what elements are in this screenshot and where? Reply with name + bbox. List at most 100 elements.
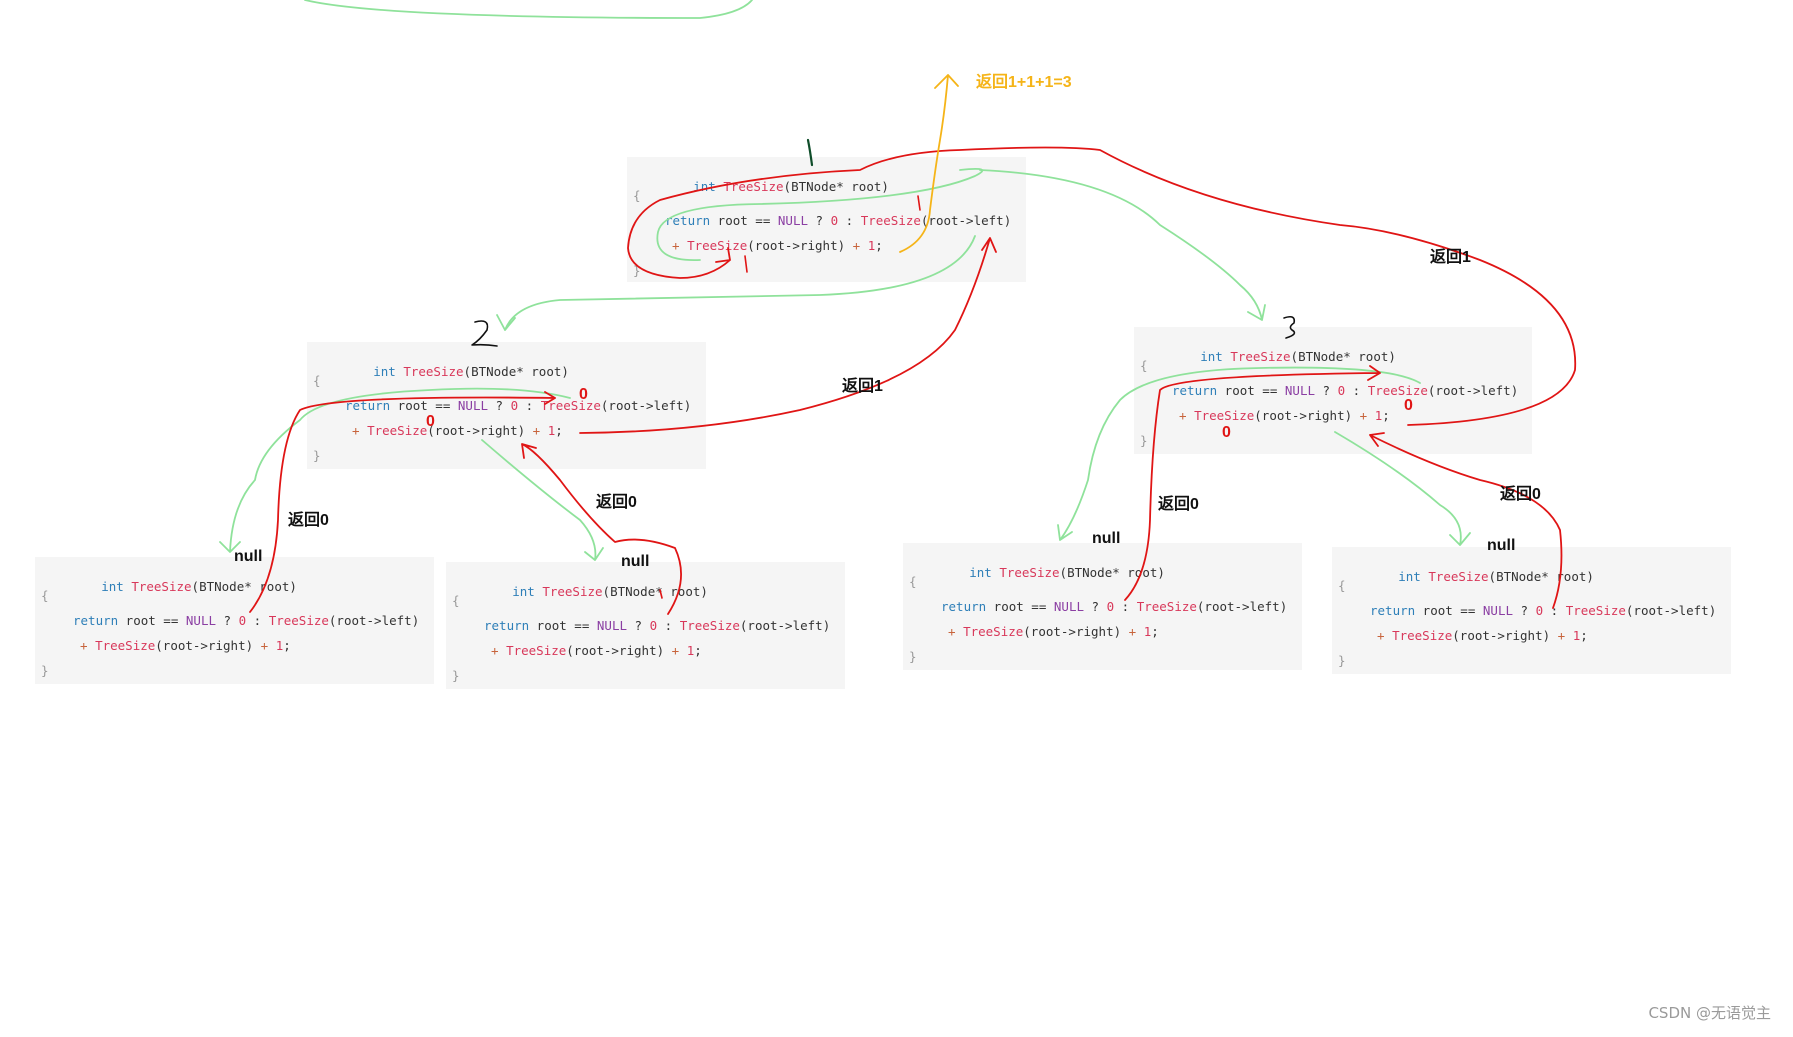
close-brace: }	[909, 649, 917, 664]
return-mid: root ==	[118, 613, 186, 628]
right-line: + TreeSize(root->right) + 1;	[672, 238, 883, 254]
right-call-fn: TreeSize	[963, 624, 1024, 639]
right-line: + TreeSize(root->right) + 1;	[491, 643, 702, 659]
ternary-colon: :	[1345, 383, 1368, 398]
green-path-left-loop	[219, 387, 571, 553]
green-path-right-to-null	[1334, 431, 1471, 546]
tally-1	[806, 138, 814, 167]
plus-op-2: +	[532, 423, 548, 438]
plus-op: +	[672, 238, 688, 253]
right-call-fn: TreeSize	[506, 643, 567, 658]
left-arg: (root->left)	[1196, 599, 1288, 614]
return-keyword: return	[941, 599, 987, 614]
return-line: return root == NULL ? 0 : TreeSize(root-…	[665, 213, 1011, 229]
zero-literal: 0	[830, 213, 839, 228]
function-name: TreeSize	[999, 565, 1060, 580]
null-label-d: null	[1487, 537, 1516, 554]
right-line: + TreeSize(root->right) + 1;	[352, 423, 563, 439]
return-keyword: return	[73, 613, 119, 628]
zero-literal: 0	[510, 398, 519, 413]
tally-2	[471, 320, 498, 347]
red-tick-1	[917, 195, 921, 211]
right-line: + TreeSize(root->right) + 1;	[80, 638, 291, 654]
one-literal: 1	[1572, 628, 1581, 643]
zero-literal: 0	[1535, 603, 1544, 618]
parameter-list: (BTNode* root)	[1488, 569, 1594, 584]
int-keyword: int	[1200, 349, 1223, 364]
close-brace: }	[1140, 433, 1148, 448]
function-name: TreeSize	[1428, 569, 1489, 584]
red-path-rightright-null-return	[1369, 432, 1563, 609]
close-brace: }	[41, 663, 49, 678]
return-1-left-label: 返回1	[842, 378, 883, 395]
one-literal: 1	[275, 638, 284, 653]
tally-3	[1283, 316, 1296, 339]
right-call-fn: TreeSize	[95, 638, 156, 653]
return-mid: root ==	[710, 213, 778, 228]
plus-op-2: +	[1128, 624, 1144, 639]
close-brace: }	[1338, 653, 1346, 668]
return-keyword: return	[484, 618, 530, 633]
return-line: return root == NULL ? 0 : TreeSize(root-…	[1172, 383, 1518, 399]
watermark: CSDN @无语觉主	[1648, 1004, 1771, 1022]
right-arg: (root->right)	[1254, 408, 1360, 423]
parameter-list: (BTNode* root)	[1059, 565, 1165, 580]
parameter-list: (BTNode* root)	[191, 579, 297, 594]
one-literal: 1	[686, 643, 695, 658]
ternary-q: ?	[1084, 599, 1107, 614]
null-keyword: NULL	[1284, 383, 1315, 398]
red-path-root-right-return	[627, 146, 1577, 426]
left-arg: (root->left)	[1427, 383, 1519, 398]
int-keyword: int	[101, 579, 124, 594]
return-total-label: 返回1+1+1=3	[976, 74, 1072, 91]
zero-literal: 0	[649, 618, 658, 633]
return-keyword: return	[665, 213, 711, 228]
code-block-left-left: int TreeSize(BTNode* root) { return root…	[35, 557, 434, 684]
function-name: TreeSize	[403, 364, 464, 379]
code-block-right-right: int TreeSize(BTNode* root) { return root…	[1332, 547, 1731, 674]
right-arg: (root->right)	[747, 238, 853, 253]
close-brace: }	[452, 668, 460, 683]
int-keyword: int	[373, 364, 396, 379]
signature-line: int TreeSize(BTNode* root)	[1140, 333, 1396, 381]
green-arc-top	[304, 0, 753, 19]
close-brace: }	[633, 263, 641, 278]
orange-return-path	[899, 74, 959, 253]
int-keyword: int	[969, 565, 992, 580]
semicolon: ;	[283, 638, 291, 653]
red-tick-3	[659, 589, 663, 599]
function-name: TreeSize	[542, 584, 603, 599]
parameter-list: (BTNode* root)	[463, 364, 569, 379]
null-keyword: NULL	[596, 618, 627, 633]
right-call-fn: TreeSize	[1392, 628, 1453, 643]
green-path-left-to-null	[481, 439, 604, 561]
return-mid: root ==	[390, 398, 458, 413]
one-literal: 1	[547, 423, 556, 438]
return-line: return root == NULL ? 0 : TreeSize(root-…	[484, 618, 830, 634]
int-keyword: int	[1398, 569, 1421, 584]
open-brace: {	[1338, 578, 1346, 593]
plus-op: +	[1179, 408, 1195, 423]
signature-line: int TreeSize(BTNode* root)	[1338, 553, 1594, 601]
semicolon: ;	[1580, 628, 1588, 643]
ternary-q: ?	[1315, 383, 1338, 398]
open-brace: {	[313, 373, 321, 388]
signature-line: int TreeSize(BTNode* root)	[313, 348, 569, 396]
return-mid: root ==	[529, 618, 597, 633]
right-line: + TreeSize(root->right) + 1;	[1377, 628, 1588, 644]
ternary-colon: :	[1114, 599, 1137, 614]
null-keyword: NULL	[457, 398, 488, 413]
one-literal: 1	[1143, 624, 1152, 639]
left-call-fn: TreeSize	[1565, 603, 1626, 618]
open-brace: {	[909, 574, 917, 589]
code-block-right: int TreeSize(BTNode* root) { return root…	[1134, 327, 1532, 454]
plus-op-2: +	[1359, 408, 1375, 423]
left-arg: (root->left)	[1625, 603, 1717, 618]
null-keyword: NULL	[1053, 599, 1084, 614]
right-arg: (root->right)	[1023, 624, 1129, 639]
zero-literal: 0	[1106, 599, 1115, 614]
code-block-left-right: int TreeSize(BTNode* root) { return root…	[446, 562, 845, 689]
return-line: return root == NULL ? 0 : TreeSize(root-…	[941, 599, 1287, 615]
return-1-right-label: 返回1	[1430, 249, 1471, 266]
